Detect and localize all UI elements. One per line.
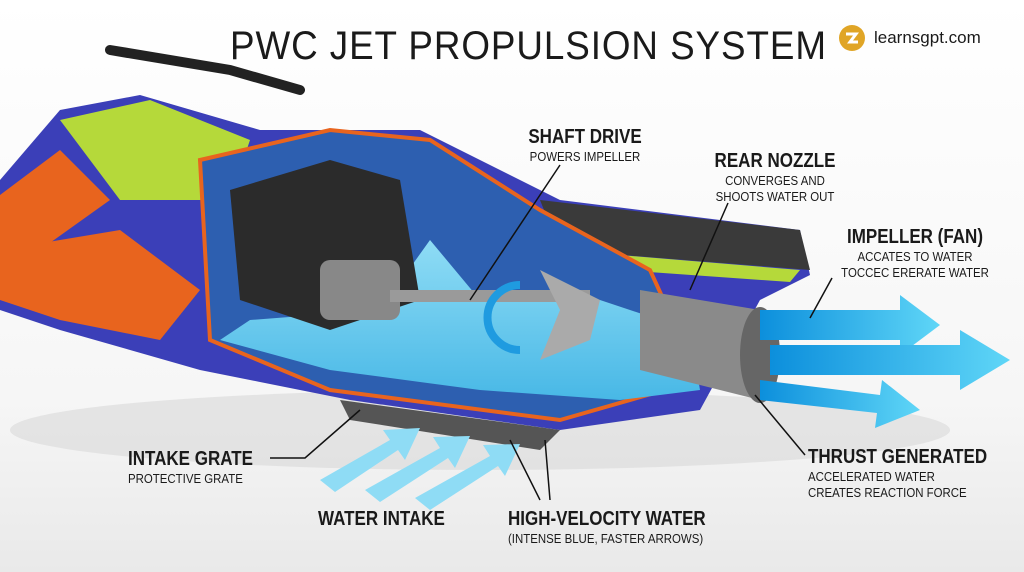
label-intake-grate: INTAKE GRATE PROTECTIVE GRATE: [128, 448, 253, 486]
logo: learnsgpt.com: [838, 24, 981, 52]
intake-arrow: [415, 444, 520, 510]
label-impeller: IMPELLER (FAN) ACCATES TO WATER TOCCEC E…: [841, 226, 989, 280]
impeller: [540, 270, 600, 360]
handlebar: [105, 45, 305, 95]
thrust-arrows: [760, 295, 1010, 428]
rotation-arrow: [483, 281, 521, 354]
label-shaft-drive: SHAFT DRIVE POWERS IMPELLER: [528, 126, 642, 164]
label-water-intake: WATER INTAKE: [318, 508, 445, 530]
label-high-velocity-water: HIGH-VELOCITY WATER (INTENSE BLUE, FASTE…: [508, 508, 706, 546]
logo-text: learnsgpt.com: [874, 28, 981, 47]
intake-arrow: [320, 428, 420, 492]
intake-grate: [340, 400, 560, 450]
drive-shaft: [390, 290, 590, 302]
thrust-arrow: [760, 380, 920, 428]
hull-orange-panel: [0, 150, 110, 250]
thrust-arrow: [770, 330, 1010, 390]
gearbox: [320, 260, 400, 320]
nozzle: [640, 290, 760, 400]
learnsgpt-logo-icon: [839, 25, 865, 51]
leader-lines: [270, 164, 833, 501]
intake-arrow: [365, 436, 470, 502]
lime-trim: [620, 255, 800, 282]
label-rear-nozzle: REAR NOZZLE CONVERGES AND SHOOTS WATER O…: [714, 150, 836, 204]
water-channel: [220, 240, 700, 400]
page-title: PWC JET PROPULSION SYSTEM: [230, 24, 827, 68]
intake-arrows: [320, 428, 520, 510]
thrust-arrow: [760, 295, 940, 355]
hull-orange-stripe: [0, 230, 200, 340]
label-thrust-generated: THRUST GENERATED ACCELERATED WATER CREAT…: [808, 446, 988, 500]
